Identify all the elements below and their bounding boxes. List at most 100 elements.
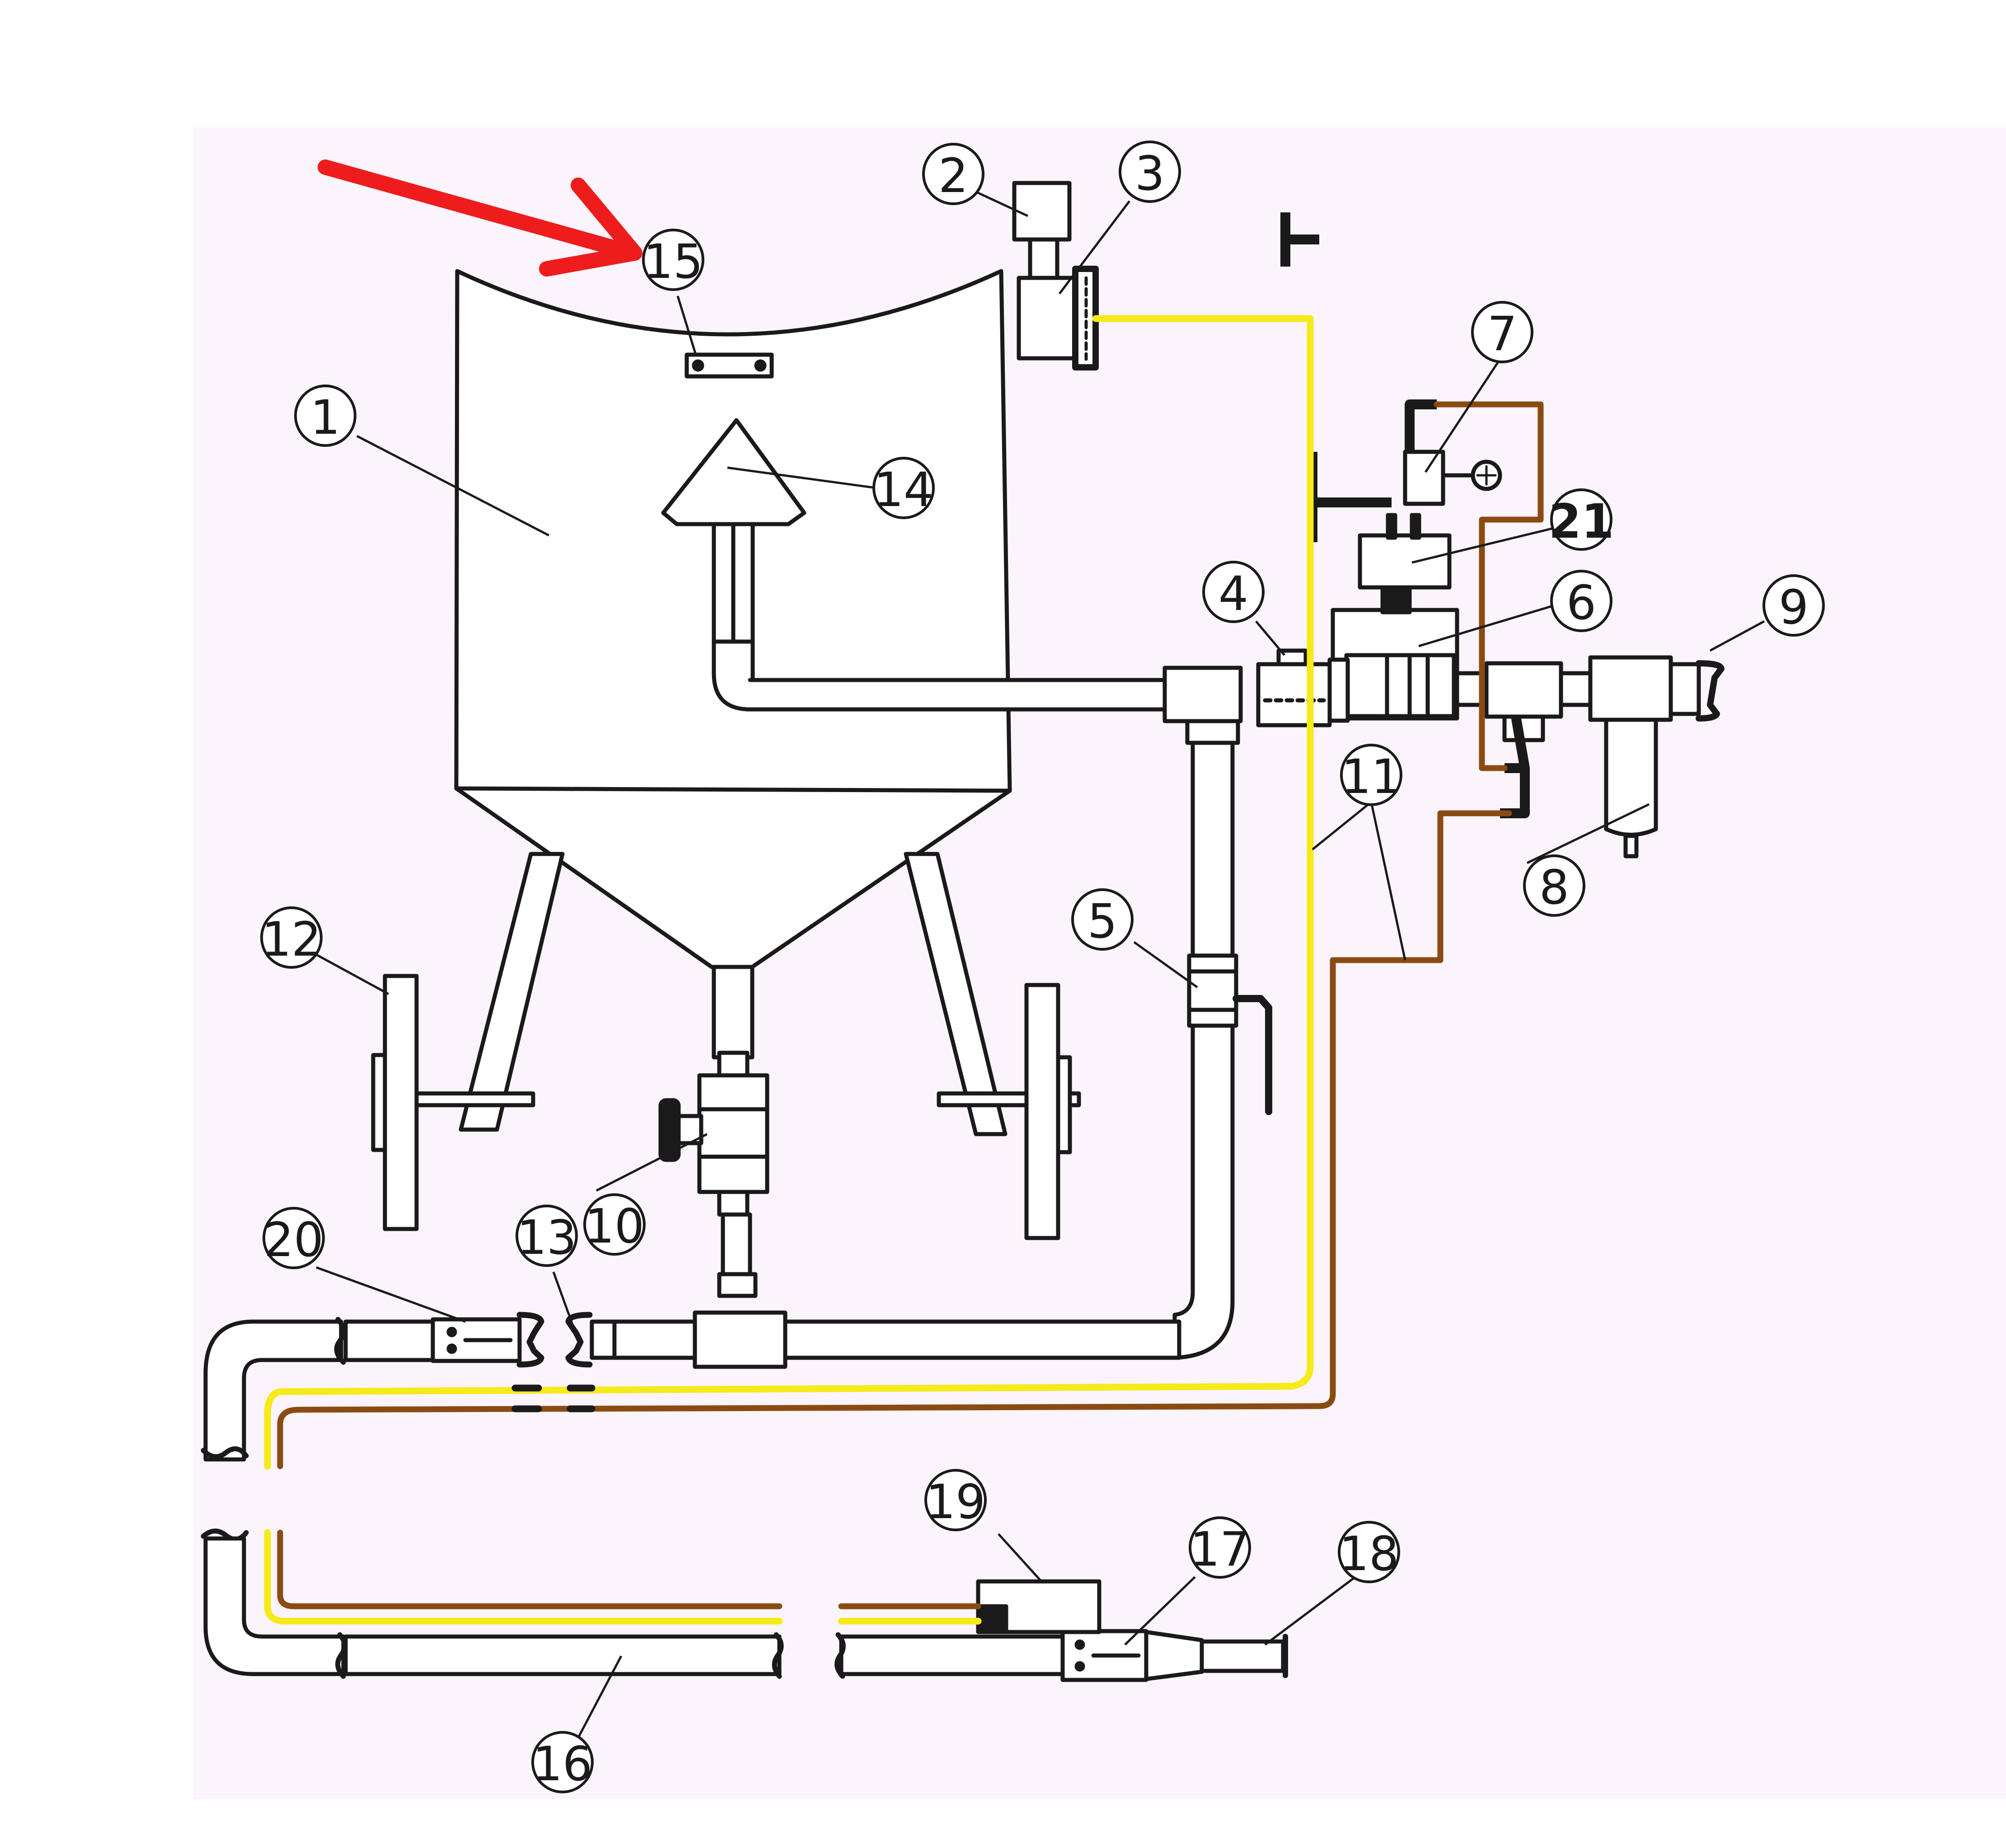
leader-9 bbox=[1709, 620, 1765, 652]
red-arrow bbox=[318, 159, 642, 277]
callout-number: 14 bbox=[874, 462, 933, 517]
callout-20: 20 bbox=[262, 1207, 325, 1269]
callout-circle bbox=[872, 457, 935, 519]
tank-cone-seam bbox=[454, 786, 1012, 793]
control-stem-top bbox=[1280, 212, 1319, 267]
callout-12: 12 bbox=[260, 906, 323, 969]
leader-12 bbox=[313, 952, 389, 995]
leader-8 bbox=[1526, 803, 1650, 864]
leader-6 bbox=[1418, 604, 1555, 647]
mixing-tee bbox=[693, 1310, 787, 1369]
check-valve-4 bbox=[1256, 662, 1332, 727]
callout-number: 7 bbox=[1487, 306, 1517, 361]
wheel-right bbox=[1024, 983, 1060, 1240]
callout-number: 19 bbox=[926, 1474, 985, 1529]
callout-circle bbox=[1340, 744, 1402, 806]
callout-11: 11 bbox=[1340, 744, 1402, 806]
water-filter-8 bbox=[1604, 718, 1658, 837]
ink-layer bbox=[201, 181, 1725, 1682]
callout-circle bbox=[1523, 854, 1585, 917]
hose-break-1 bbox=[334, 1317, 346, 1365]
callout-14: 14 bbox=[872, 457, 935, 519]
leader-17 bbox=[1124, 1576, 1196, 1646]
callout-number: 12 bbox=[262, 912, 321, 967]
regulator-6-flange bbox=[1327, 657, 1350, 723]
hose-break-5 bbox=[772, 1632, 784, 1679]
regulator-6-lower bbox=[1344, 653, 1456, 718]
inlet-valve-3 bbox=[1017, 276, 1078, 361]
callout-circle bbox=[924, 1469, 987, 1531]
callout-number: 1 bbox=[310, 390, 340, 445]
quick-coupling-9 bbox=[1696, 660, 1725, 722]
callout-4: 4 bbox=[1202, 561, 1265, 623]
inlet-valve-3-flange bbox=[1072, 266, 1099, 371]
exhaust-silencer-2 bbox=[1012, 181, 1072, 242]
callout-circle bbox=[294, 385, 356, 447]
callout-number: 13 bbox=[517, 1210, 576, 1265]
pressure-switch-7 bbox=[1403, 450, 1445, 506]
callout-number: 16 bbox=[533, 1736, 592, 1792]
tank-outlet-pipe bbox=[712, 965, 755, 1060]
red-arrow-head bbox=[539, 178, 642, 277]
ball-valve-5-handle bbox=[1233, 995, 1272, 1115]
callout-9: 9 bbox=[1762, 574, 1825, 637]
wheel-right-hub bbox=[1056, 1055, 1072, 1154]
hose-break-2 bbox=[201, 1446, 249, 1459]
leader-14 bbox=[727, 466, 877, 489]
tank-leg-left bbox=[459, 852, 565, 1132]
filter-head bbox=[1588, 655, 1673, 722]
metering-valve-10-bottom bbox=[717, 1190, 750, 1217]
leader-4 bbox=[1255, 620, 1285, 656]
hose-break-6 bbox=[834, 1632, 846, 1679]
quick-coupling-20 bbox=[516, 1312, 544, 1368]
callout-8: 8 bbox=[1523, 854, 1585, 917]
callout-6: 6 bbox=[1550, 570, 1612, 632]
callout-circle bbox=[1550, 488, 1612, 551]
metering-valve-10 bbox=[697, 1073, 769, 1194]
callout-1: 1 bbox=[294, 385, 356, 447]
leader-3 bbox=[1059, 200, 1130, 295]
leader-1 bbox=[356, 435, 550, 537]
callout-2: 2 bbox=[922, 143, 984, 205]
callout-number: 5 bbox=[1087, 894, 1117, 949]
control-lines bbox=[264, 315, 1544, 1625]
wheel-left bbox=[383, 974, 419, 1231]
control-line-brown-lower bbox=[277, 1529, 981, 1609]
metering-valve-handwheel bbox=[658, 1098, 681, 1162]
leader-16 bbox=[575, 1655, 623, 1743]
red-arrow-shaft bbox=[318, 159, 640, 261]
leader-7 bbox=[1424, 358, 1501, 473]
control-block-21-pin1 bbox=[1386, 513, 1397, 540]
control-line-brown-main bbox=[277, 401, 1544, 1469]
leader-21 bbox=[1411, 525, 1561, 564]
callout-19: 19 bbox=[924, 1469, 987, 1531]
blast-hose-upper bbox=[343, 1319, 435, 1362]
leader-20 bbox=[316, 1266, 466, 1323]
nozzle-holder-dot2 bbox=[1074, 1661, 1085, 1672]
ball-valve-5 bbox=[1187, 953, 1238, 1028]
callout-3: 3 bbox=[1119, 141, 1181, 203]
control-stem-right bbox=[1500, 715, 1530, 818]
callout-circle bbox=[516, 1205, 578, 1267]
control-stem-7 bbox=[1405, 399, 1437, 452]
callout-number: 11 bbox=[1341, 749, 1401, 804]
callout-17: 17 bbox=[1189, 1516, 1251, 1579]
callout-number: 18 bbox=[1339, 1526, 1399, 1581]
callout-18: 18 bbox=[1338, 1521, 1400, 1583]
control-line-yellow-lower bbox=[264, 1529, 982, 1625]
leader-2 bbox=[970, 188, 1029, 217]
quick-coupling-13 bbox=[565, 1312, 593, 1368]
callout-circle bbox=[922, 143, 984, 205]
callout-circle bbox=[642, 229, 704, 291]
blast-nozzle-18 bbox=[1200, 1639, 1285, 1673]
callout-number: 8 bbox=[1539, 860, 1569, 915]
callout-circle bbox=[1189, 1516, 1251, 1579]
riser-pipe bbox=[1172, 719, 1235, 1360]
leader-11a bbox=[1312, 801, 1372, 850]
control-line-yellow-main bbox=[264, 315, 1314, 1470]
callout-circle bbox=[1202, 561, 1265, 623]
leader-10 bbox=[595, 1133, 708, 1192]
nozzle-holder-dot1 bbox=[1074, 1639, 1085, 1650]
callout-13: 13 bbox=[516, 1205, 578, 1267]
